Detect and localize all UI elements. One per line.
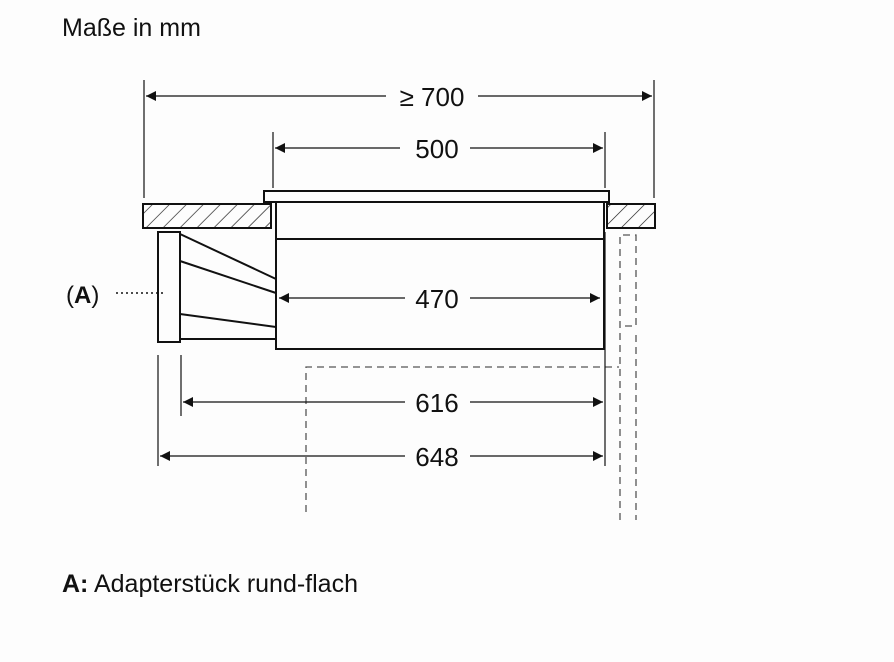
dim-700-label: ≥ 700 — [400, 82, 465, 112]
callout-label: (A) — [66, 282, 99, 309]
dim-500-label: 500 — [415, 134, 458, 164]
worktop-right — [606, 203, 656, 229]
dim-616-label: 616 — [415, 388, 458, 418]
dim-500: 500 — [275, 134, 603, 164]
extension-lines — [143, 80, 655, 466]
hob-main-body — [275, 238, 605, 350]
adapter-piece — [157, 231, 277, 343]
dim-648: 648 — [160, 442, 603, 472]
hob-upper-body — [275, 201, 605, 240]
legend-key: A: — [62, 570, 89, 598]
cabinet-outline — [305, 234, 637, 520]
worktop-left — [142, 203, 272, 229]
legend-text: Adapterstück rund-flach — [93, 570, 358, 598]
dim-470-label: 470 — [415, 284, 458, 314]
page-title: Maße in mm — [62, 14, 201, 42]
hob-top-plate — [263, 190, 610, 203]
dim-648-label: 648 — [415, 442, 458, 472]
legend: A: Adapterstück rund-flach — [62, 570, 358, 599]
dim-470: 470 — [279, 284, 600, 314]
dim-616: 616 — [183, 388, 603, 418]
dim-700: ≥ 700 — [146, 82, 652, 112]
